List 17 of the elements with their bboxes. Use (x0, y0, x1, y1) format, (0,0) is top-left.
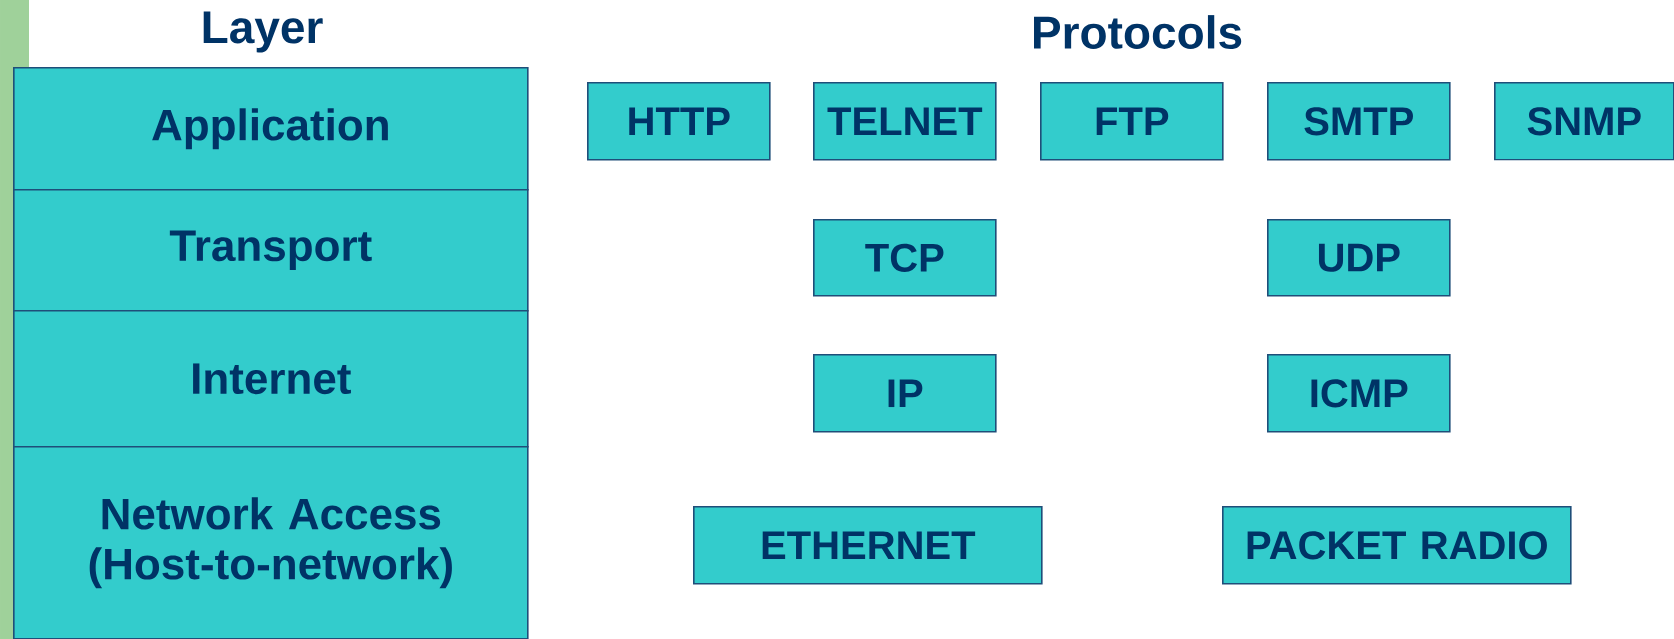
protocol-box: IP (813, 354, 997, 433)
protocol-box: TELNET (813, 82, 997, 161)
protocol-box: PACKET RADIO (1222, 506, 1572, 585)
layer-box: Application (13, 67, 529, 191)
protocol-box: HTTP (587, 82, 771, 161)
protocol-box: TCP (813, 219, 997, 297)
protocol-box: SMTP (1267, 82, 1451, 161)
protocol-box: UDP (1267, 219, 1451, 297)
layer-box: Transport (13, 189, 529, 312)
protocol-box: ETHERNET (693, 506, 1043, 585)
column-heading: Protocols (1034, 15, 1242, 49)
protocol-box: SNMP (1494, 82, 1674, 161)
column-heading: Layer (203, 11, 323, 53)
protocol-box: ICMP (1267, 354, 1451, 433)
protocol-box: FTP (1040, 82, 1224, 161)
layer-box: Internet (13, 310, 529, 448)
layer-box: Network Access (Host-to-network) (13, 446, 529, 639)
